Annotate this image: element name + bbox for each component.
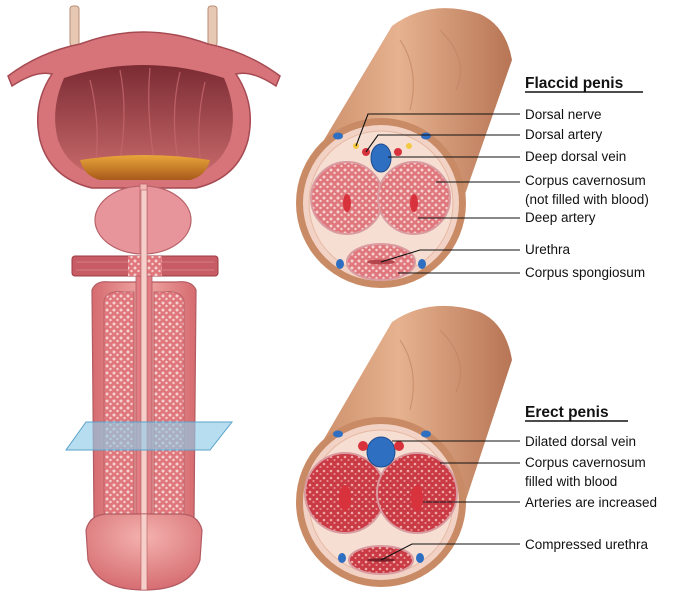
flaccid-deep-artery-right <box>410 194 418 212</box>
label-arteries-increased: Arteries are increased <box>525 495 657 510</box>
label-deep-dorsal-vein: Deep dorsal vein <box>525 149 626 164</box>
label-compressed-urethra: Compressed urethra <box>525 537 649 552</box>
erect-dilated-dorsal-vein <box>367 437 395 467</box>
frontal-view-illustration <box>8 6 280 590</box>
cross-section-plane <box>66 422 232 450</box>
label-dilated-dorsal-vein: Dilated dorsal vein <box>525 434 636 449</box>
label-corpus-cavernosum-note: (not filled with blood) <box>525 192 649 207</box>
erect-heading: Erect penis <box>525 404 609 421</box>
label-urethra: Urethra <box>525 242 571 257</box>
erect-deep-artery-right <box>411 485 423 511</box>
label-dorsal-nerve: Dorsal nerve <box>525 107 602 122</box>
flaccid-cross-section <box>296 8 512 288</box>
flaccid-heading: Flaccid penis <box>525 75 623 92</box>
label-dorsal-artery: Dorsal artery <box>525 127 603 142</box>
label-erect-corpus-cavernosum-note: filled with blood <box>525 474 617 489</box>
right-ureter <box>208 6 217 46</box>
label-corpus-cavernosum: Corpus cavernosum <box>525 173 646 188</box>
left-ureter <box>70 6 79 46</box>
label-deep-artery: Deep artery <box>525 210 596 225</box>
flaccid-deep-dorsal-vein <box>371 144 391 172</box>
label-erect-corpus-cavernosum: Corpus cavernosum <box>525 455 646 470</box>
corpus-cavernosum-right <box>154 292 184 520</box>
erect-deep-artery-left <box>339 485 351 511</box>
flaccid-deep-artery-left <box>343 194 351 212</box>
flaccid-dorsal-artery-right <box>394 148 402 156</box>
erect-cross-section <box>296 306 512 587</box>
flaccid-dorsal-nerve-right <box>406 143 412 149</box>
label-corpus-spongiosum: Corpus spongiosum <box>525 265 645 280</box>
corpus-cavernosum-left <box>104 292 134 520</box>
urine <box>80 155 210 180</box>
